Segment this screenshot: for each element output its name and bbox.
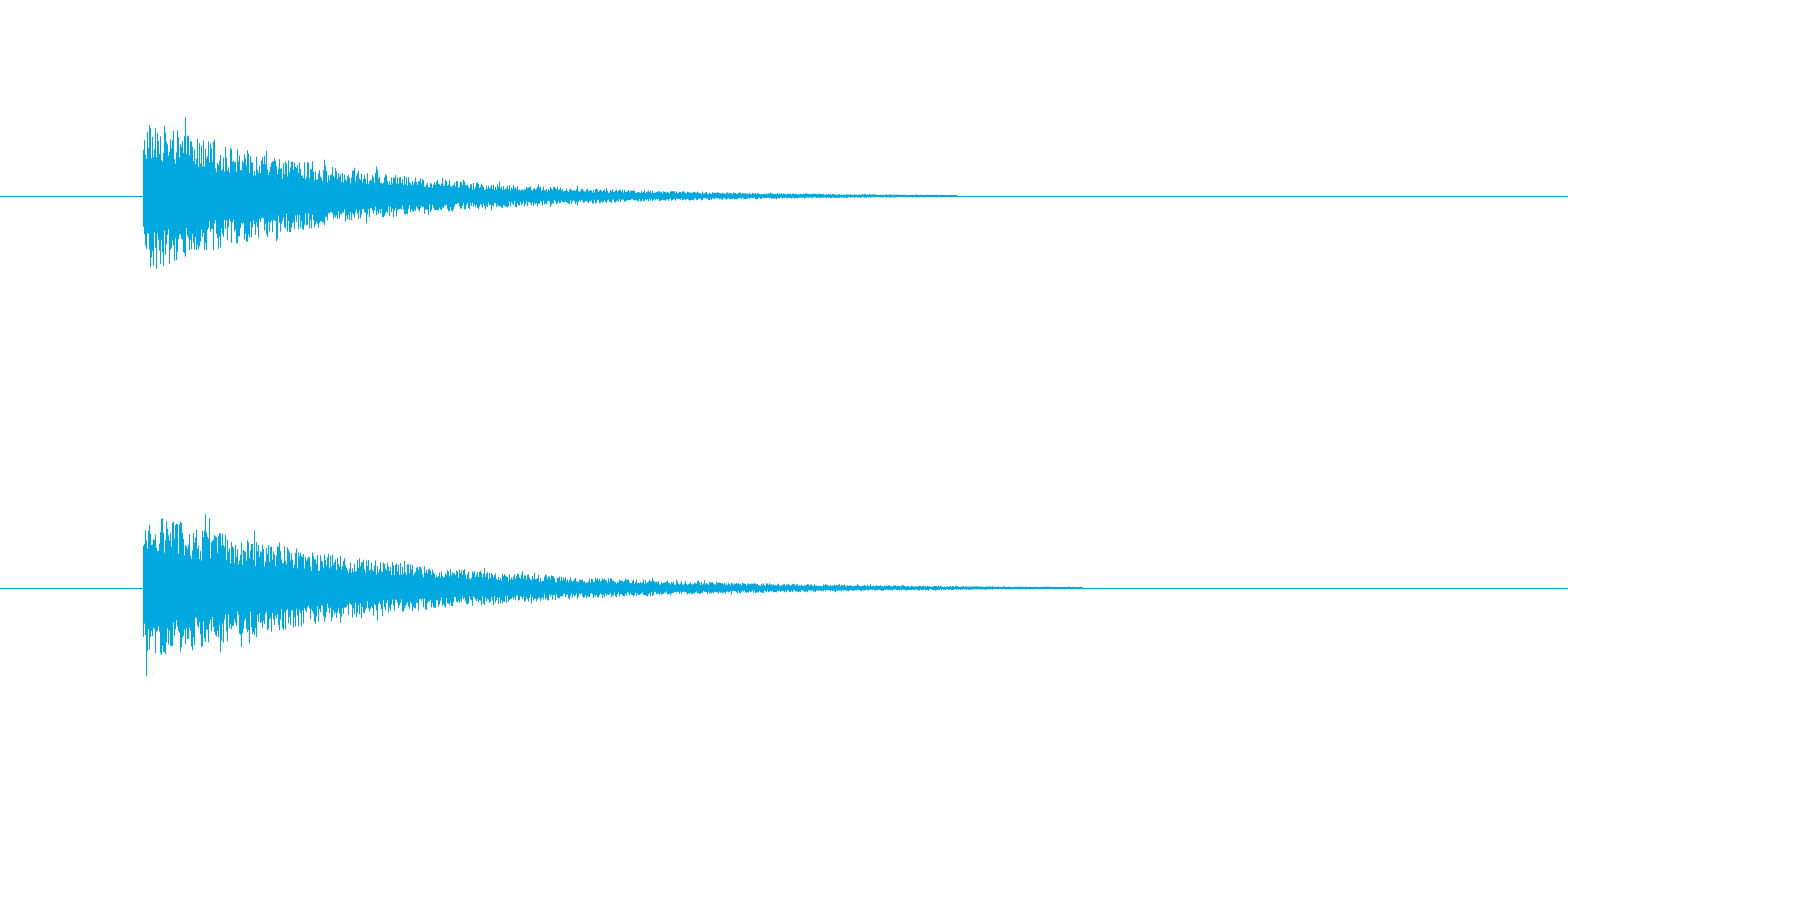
waveform-channel-right: [0, 514, 1568, 676]
waveform-trace: [143, 514, 1083, 676]
waveform-trace: [143, 117, 957, 269]
waveform-canvas: [0, 117, 1568, 676]
waveform-channel-left: [0, 117, 1568, 269]
audio-waveform-view: [0, 117, 1568, 676]
